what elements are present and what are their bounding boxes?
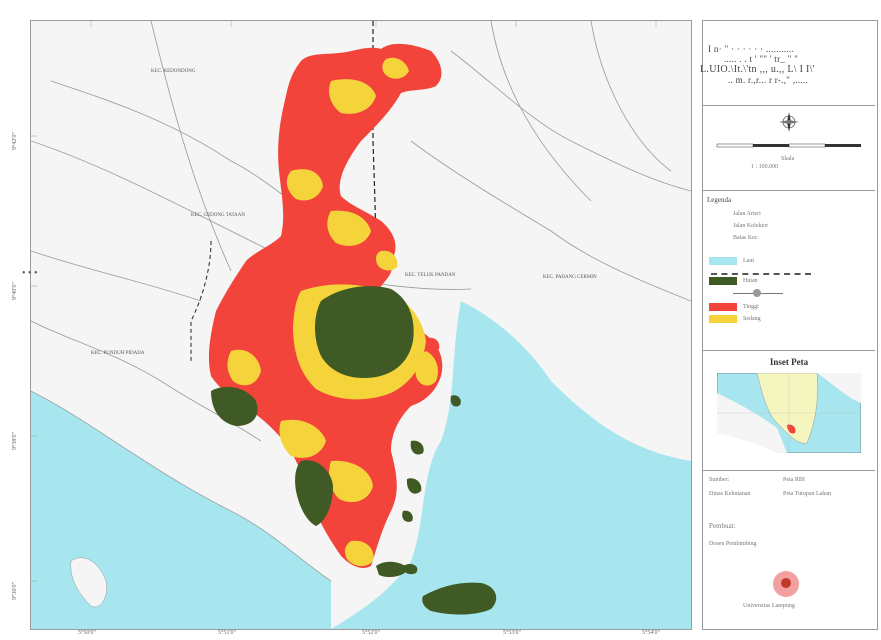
place-label: KEC. PADANG CERMIN <box>543 275 597 280</box>
place-label: KEC. TELUK PANDAN <box>405 273 456 278</box>
scale-text: 1 : 100.000 <box>751 164 779 170</box>
info-text: Peta RBI <box>783 477 805 483</box>
university-logo-icon <box>773 571 799 597</box>
legend-swatch-medium <box>709 315 737 323</box>
y-tick-label: 9°38'0" <box>12 432 18 450</box>
legend-item: Jalan Arteri <box>733 211 761 217</box>
info-panel: Sumber: Peta RBI Dinas Kehutanan Peta Tu… <box>703 470 875 629</box>
place-label: KEC. GEDONG TATAAN <box>191 213 245 218</box>
legend-title: Legenda <box>707 196 732 204</box>
scale-label: Skala <box>781 156 795 162</box>
inset-title: Inset Peta <box>769 357 809 367</box>
north-arrow-icon <box>716 112 861 148</box>
x-tick-label: 5°52'0" <box>362 630 380 636</box>
title-line: .. m. r.,r... r r-.," ,..... <box>728 75 809 85</box>
islet-red <box>425 337 440 352</box>
x-tick-label: 5°54'0" <box>642 630 660 636</box>
title-panel: I n· '' · · · · · · ........... ..... . … <box>700 44 815 85</box>
legend-panel: Legenda Jalan Arteri Jalan Kolektor Bata… <box>703 190 875 346</box>
info-text: Dinas Kehutanan <box>709 491 751 497</box>
legend-item: Laut <box>743 258 754 264</box>
legend-item: Tinggi <box>743 304 759 310</box>
inset-map <box>717 373 861 453</box>
y-tick-label: 9°42'0" <box>12 132 18 150</box>
north-scale-panel: Skala 1 : 100.000 <box>703 105 875 186</box>
info-text: Pembuat: <box>709 522 736 530</box>
y-tick-label: 9°40'0" <box>12 282 18 300</box>
grid-ticks <box>31 21 657 582</box>
x-tick-label: 5°53'0" <box>503 630 521 636</box>
info-text: Universitas Lampung <box>743 603 795 609</box>
x-tick-label: 5°51'0" <box>218 630 236 636</box>
info-text: Dosen Pembimbing <box>709 541 757 547</box>
sea-bay <box>331 301 691 629</box>
y-tick-label: 9°36'0" <box>12 582 18 600</box>
sea-west <box>31 391 331 629</box>
legend-item: Hutan <box>743 278 758 284</box>
place-label: KEC. KEDONDONG <box>151 69 196 74</box>
x-tick-label: 5°50'0" <box>78 630 96 636</box>
admin-boundary-2 <box>190 240 212 361</box>
place-label: KEC. PUNDUH PIDADA <box>91 351 145 356</box>
coast-line <box>31 390 332 582</box>
map-canvas <box>31 21 691 629</box>
title-line: ..... . . t ' "" ' tr_ " " <box>724 54 799 64</box>
legend-item: Jalan Kolektor <box>733 223 769 229</box>
legend-swatch-sea <box>709 257 737 265</box>
info-text: Peta Tutupan Lahan <box>783 491 831 497</box>
legend-swatch-high <box>709 303 737 311</box>
legend-line <box>711 273 811 275</box>
legend-swatch-forest <box>709 277 737 285</box>
dots-mark: • • • <box>22 268 38 279</box>
island-left <box>70 557 107 608</box>
legend-item: Batas Kec. <box>733 235 759 241</box>
legend-point-icon <box>753 289 761 297</box>
title-line: L.UIO.\It.\'tn ,,, u.,, L\ I I\' <box>700 64 815 75</box>
title-line: I n· '' · · · · · · ........... <box>708 44 795 54</box>
forest-area <box>211 286 497 615</box>
info-text: Sumber: <box>709 477 730 483</box>
inset-panel: Inset Peta <box>703 350 875 466</box>
legend-item: Sedang <box>743 316 761 322</box>
main-map[interactable]: KEC. KEDONDONG KEC. GEDONG TATAAN KEC. T… <box>30 20 692 630</box>
